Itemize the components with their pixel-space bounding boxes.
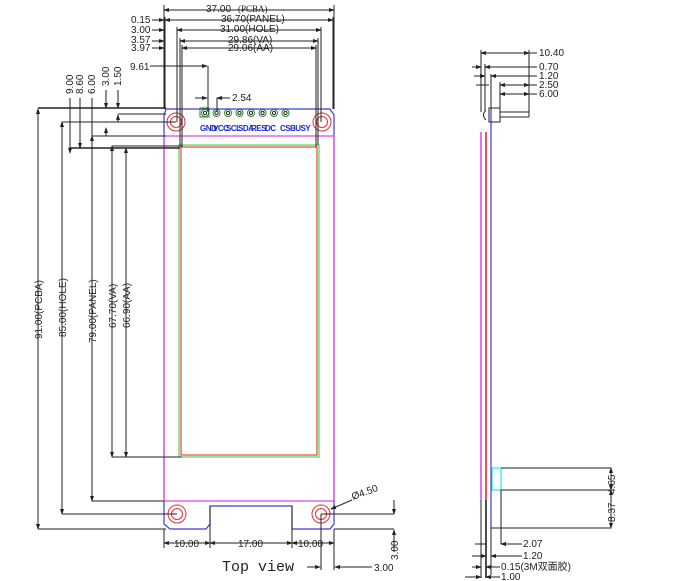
fpc-stiffener <box>491 467 502 491</box>
bottom-dimensions <box>163 499 396 570</box>
dim-side-bottom-3: 1.00 <box>501 572 521 581</box>
header-pin <box>235 109 244 117</box>
dim-va-height: 67.70(VA) <box>108 284 119 328</box>
pin-label: SDA <box>238 124 254 133</box>
dim-bottom-right: 10.00 <box>298 539 323 550</box>
dim-side-0: 0.70 <box>539 62 559 73</box>
dim-side-bottom-0: 2.07 <box>523 539 543 550</box>
side-view-labels: 10.40 0.70 1.20 2.50 6.00 4.65 8.37 2.07… <box>501 48 618 581</box>
pin-label: RES <box>251 124 267 133</box>
side-view <box>465 50 613 579</box>
dim-side-total: 10.40 <box>539 48 564 59</box>
pin-label: DC <box>265 124 276 133</box>
dim-hole-offset-vertical: 3.00 <box>390 540 401 560</box>
header-pin <box>247 109 255 117</box>
dim-hole-offset-horizontal: 3.00 <box>374 563 394 574</box>
header-pins <box>199 107 290 118</box>
dim-side-1: 1.20 <box>539 71 559 82</box>
dim-side-2: 2.50 <box>539 80 559 91</box>
pin-label: GND <box>200 124 217 133</box>
dim-offset-1: 3.00 <box>131 25 151 36</box>
header-connector <box>488 107 501 123</box>
dim-top-offset-3: 3.00 <box>101 66 112 86</box>
dim-offset-0: 0.15 <box>131 15 151 26</box>
dim-pcba-note: (PCBA) <box>238 4 268 14</box>
dim-hole-height: 85.00(HOLE) <box>58 278 69 337</box>
dim-bottom-left: 10.00 <box>174 539 199 550</box>
header-pin <box>281 109 290 117</box>
dim-side-bottom-1: 1.20 <box>523 551 543 562</box>
pin-label: SCL <box>226 124 241 133</box>
dim-side-fpc-height: 4.65 <box>607 474 618 494</box>
dim-pcba-height: 91.00(PCBA) <box>34 280 45 339</box>
dim-hole-diameter: Ø4.50 <box>350 483 380 503</box>
pin-label: CS <box>280 124 291 133</box>
dim-first-pin: 9.61 <box>130 62 150 73</box>
dim-offset-3: 3.97 <box>131 43 151 54</box>
dim-panel-height: 79.00(PANEL) <box>88 279 99 343</box>
dim-side-fpc-offset: 8.37 <box>607 502 618 522</box>
pin-label: BUSY <box>290 124 311 133</box>
dim-top-offset-4: 1.50 <box>113 66 124 86</box>
aa-outline <box>180 146 318 456</box>
left-vertical-labels: 9.00 8.60 6.00 3.00 1.50 91.00(PCBA) 85.… <box>34 66 133 343</box>
top-horizontal-labels: 37.00 (PCBA) 36.70(PANEL) 31.00(HOLE) 29… <box>130 4 285 104</box>
dim-pcba-width: 37.00 <box>206 4 231 15</box>
header-pin <box>224 109 232 117</box>
pin-label: VCC <box>213 124 229 133</box>
dim-hole-width: 31.00(HOLE) <box>220 24 279 35</box>
bottom-labels: 10.00 17.00 10.00 Ø4.50 3.00 3.00 Top vi… <box>174 483 401 576</box>
dim-top-offset-0: 9.00 <box>65 74 76 94</box>
dim-side-bottom-2: 0.15(3M双面胶) <box>501 560 571 573</box>
va-outline <box>178 144 320 458</box>
header-pin <box>201 109 209 117</box>
dim-panel-width: 36.70(PANEL) <box>221 14 285 25</box>
dim-top-offset-2: 6.00 <box>87 74 98 94</box>
dim-va-width: 29.86(VA) <box>228 35 272 46</box>
header-pin <box>258 109 267 117</box>
dim-bottom-center: 17.00 <box>238 539 263 550</box>
dim-aa-width: 29.06(AA) <box>228 43 273 54</box>
dim-pin-pitch: 2.54 <box>232 93 252 104</box>
dim-side-3: 6.00 <box>539 89 559 100</box>
pcb-outline <box>163 108 335 530</box>
dim-top-offset-1: 8.60 <box>75 74 86 94</box>
header-pin <box>270 109 278 117</box>
dim-offset-2: 3.57 <box>131 35 151 46</box>
left-vertical-dimensions <box>36 90 182 530</box>
dim-aa-height: 66.90(AA) <box>122 283 133 328</box>
top-horizontal-dimensions <box>150 5 335 147</box>
panel-outline <box>163 135 335 502</box>
top-view-caption: Top view <box>222 559 294 576</box>
